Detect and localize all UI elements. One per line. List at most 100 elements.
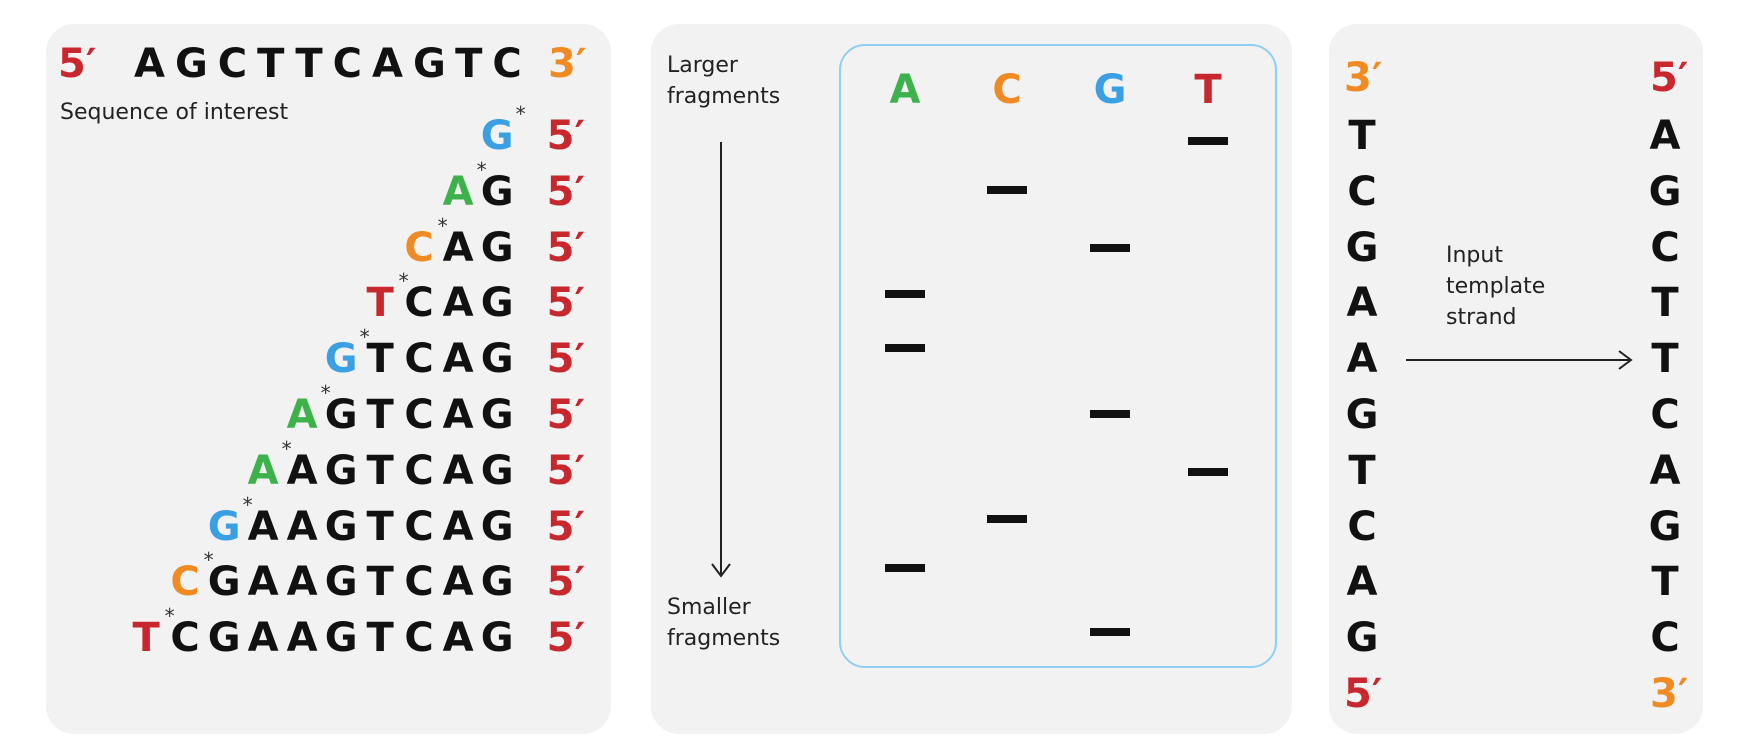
gel-band xyxy=(885,564,925,572)
synthesized-base: A xyxy=(1346,280,1378,327)
fragment-terminal-base: A* xyxy=(442,157,487,215)
fragment-rest: G xyxy=(480,168,514,215)
lane-label-c: C xyxy=(992,67,1022,113)
fluorescent-label-mark: * xyxy=(515,102,526,126)
template-base: T xyxy=(1651,280,1679,327)
fragment-terminal-base: C* xyxy=(170,548,214,606)
smaller-fragments-label: Smaller fragments xyxy=(667,595,781,651)
fragment-row: G* 5′ xyxy=(478,102,585,159)
gel-band xyxy=(1090,410,1130,418)
template-base: C xyxy=(1650,392,1680,438)
fluorescent-label-mark: * xyxy=(203,548,214,573)
template-arrow-label: Input template strand xyxy=(1446,243,1546,330)
gel-band xyxy=(1090,628,1130,636)
fragment-five-prime: 5′ xyxy=(546,113,585,159)
fragment-five-prime: 5′ xyxy=(546,336,585,383)
sequence-caption: Sequence of interest xyxy=(60,100,289,125)
fragment-five-prime: 5′ xyxy=(546,392,585,438)
fragment-five-prime: 5′ xyxy=(546,224,585,271)
fragment-row: A*G 5′ xyxy=(439,157,585,215)
synthesized-base: G xyxy=(1345,392,1379,438)
gel-band xyxy=(885,344,925,352)
template-base: A xyxy=(1649,113,1681,159)
template-base: C xyxy=(1650,224,1680,271)
synthesized-base: T xyxy=(1348,113,1376,159)
three-prime-label: 3′ xyxy=(548,41,587,87)
fluorescent-label-mark: * xyxy=(242,492,253,517)
fragment-terminal-base: A* xyxy=(247,436,292,494)
five-prime-label: 5′ xyxy=(58,41,97,87)
synthesized-base: G xyxy=(1345,615,1379,662)
fragment-terminal-base: G* xyxy=(480,102,526,159)
gel-band xyxy=(1090,244,1130,252)
fluorescent-label-mark: * xyxy=(437,213,448,238)
size-direction-arrow xyxy=(711,142,731,578)
fragment-five-prime: 5′ xyxy=(546,615,585,662)
synthesized-base: A xyxy=(1346,336,1378,383)
gel-panel xyxy=(651,24,1292,734)
fluorescent-label-mark: * xyxy=(476,157,487,182)
fragment-five-prime: 5′ xyxy=(546,559,585,606)
fluorescent-label-mark: * xyxy=(320,381,331,405)
synthesized-base: C xyxy=(1347,168,1377,215)
template-base: G xyxy=(1648,168,1682,215)
right-bottom-three-prime: 3′ xyxy=(1650,671,1689,717)
sequence-panel xyxy=(46,24,611,734)
left-bottom-five-prime: 5′ xyxy=(1344,671,1383,717)
left-top-three-prime: 3′ xyxy=(1344,55,1383,101)
synthesized-base: G xyxy=(1345,224,1379,271)
sequence-of-interest: AGCTTCAGTC xyxy=(134,41,532,87)
lane-label-a: A xyxy=(889,67,921,113)
lane-label-t: T xyxy=(1194,67,1222,113)
larger-fragments-label: Larger fragments xyxy=(667,53,781,109)
synthesized-base: A xyxy=(1346,559,1378,606)
fluorescent-label-mark: * xyxy=(164,604,175,629)
template-arrow xyxy=(1406,350,1633,370)
template-base: C xyxy=(1650,615,1680,662)
fragment-five-prime: 5′ xyxy=(546,168,585,215)
gel-band xyxy=(1188,468,1228,476)
gel-band xyxy=(1188,137,1228,145)
template-base: G xyxy=(1648,503,1682,550)
fragment-five-prime: 5′ xyxy=(546,503,585,550)
fragment-terminal-base: T* xyxy=(132,604,175,662)
right-top-five-prime: 5′ xyxy=(1650,55,1689,101)
lane-label-g: G xyxy=(1093,67,1127,113)
fragment-five-prime: 5′ xyxy=(546,280,585,327)
synthesized-base: T xyxy=(1348,447,1376,494)
fragment-five-prime: 5′ xyxy=(546,447,585,494)
fragment-terminal-base: C* xyxy=(404,213,448,271)
fragment-terminal-base: G* xyxy=(324,325,370,383)
fragment-terminal-base: G* xyxy=(207,492,253,550)
fluorescent-label-mark: * xyxy=(398,269,409,294)
gel-band xyxy=(885,290,925,298)
fragment-terminal-base: T* xyxy=(366,269,409,327)
gel-band xyxy=(987,515,1027,523)
gel-box xyxy=(839,44,1277,668)
template-panel xyxy=(1329,24,1703,734)
template-base: A xyxy=(1649,447,1681,494)
synthesized-base: C xyxy=(1347,503,1377,550)
fragment-terminal-base: A* xyxy=(286,381,331,438)
fluorescent-label-mark: * xyxy=(281,436,292,461)
gel-band xyxy=(987,186,1027,194)
template-base: T xyxy=(1651,559,1679,606)
fluorescent-label-mark: * xyxy=(359,325,370,350)
template-base: T xyxy=(1651,336,1679,383)
